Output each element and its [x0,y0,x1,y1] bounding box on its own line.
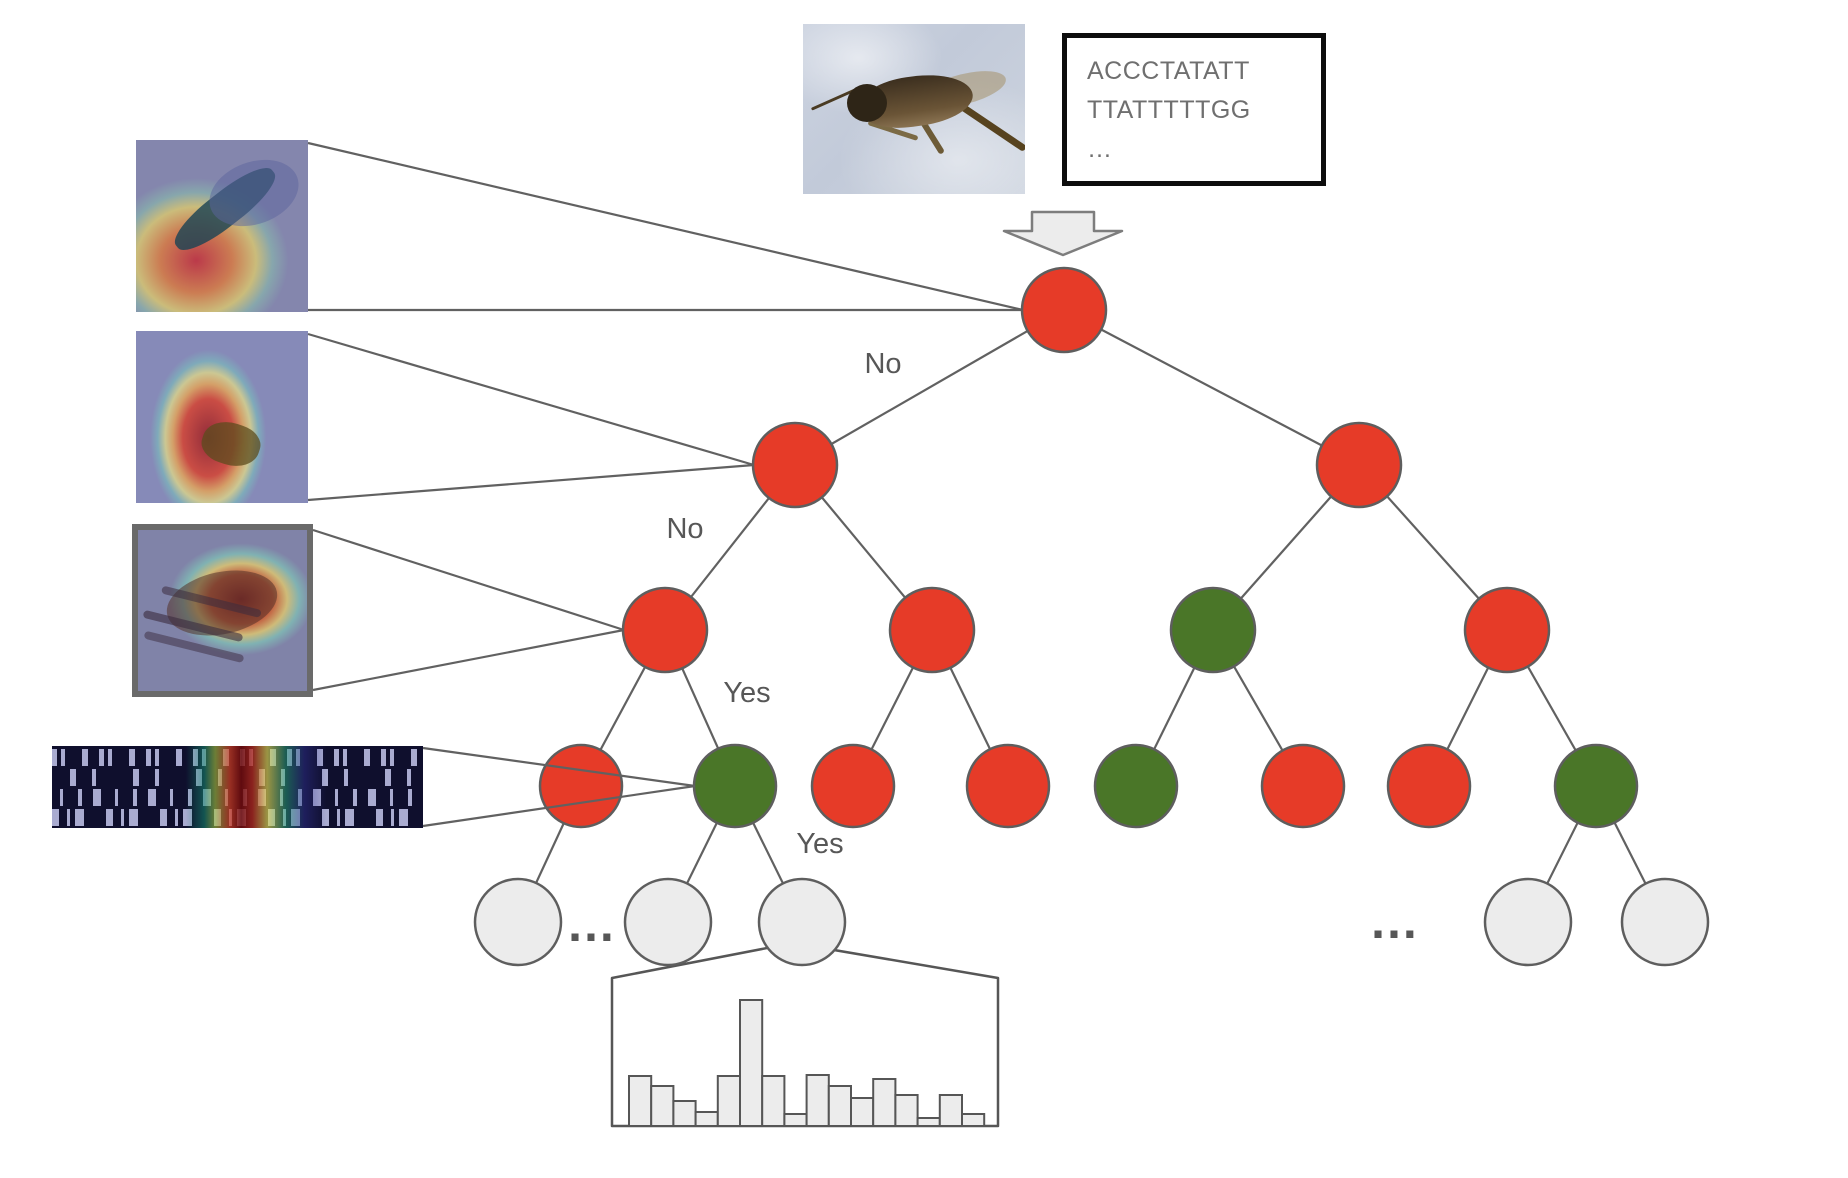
edge-label: No [864,348,901,380]
tree-node-leaf [623,877,713,967]
histogram-bar [716,1075,741,1127]
dna-sequence-line-2: TTATTTTTGG [1087,96,1251,124]
tree-edge [1212,629,1304,787]
histogram-bar [938,1094,963,1127]
tree-node-green [692,743,778,829]
tree-node-red [1020,266,1108,354]
tree-node-leaf [1483,877,1573,967]
down-arrow-icon [1002,210,1124,257]
callout-and-arrow [610,210,1124,1128]
histogram-bar [872,1078,897,1127]
image-connector-lines [307,141,1024,692]
histogram-bar [761,1075,786,1127]
barcode-connector-lines [422,746,696,828]
connector-line [307,332,755,467]
tree-edge [663,629,737,787]
edge-label: Yes [796,828,843,860]
histogram-bar [850,1097,875,1127]
histogram-bar [827,1085,852,1127]
tree-node-red [621,586,709,674]
dna-barcode-attention-strip [52,746,423,828]
ellipsis-label: … [566,896,616,952]
tree-edge [931,629,1009,787]
histogram-bar [805,1074,830,1127]
histogram-bar [961,1113,986,1127]
tree-edge [1063,309,1360,466]
tree-node-red [1463,586,1551,674]
barcode-connector-line [422,784,696,828]
connector-line [312,528,625,632]
tree-edge [794,309,1065,466]
gradcam-heatmap-cricket [132,524,313,697]
gradcam-heatmap-wasp [136,140,308,312]
tree-node-red [1315,421,1403,509]
histogram-bar [694,1111,719,1127]
class-histogram-callout [610,941,1000,1128]
tree-node-red [751,421,839,509]
barcode-attention-overlay [52,746,423,828]
tree-node-green [1093,743,1179,829]
tree-edge [852,629,933,787]
tree-node-red [965,743,1051,829]
histogram-bar [739,999,764,1127]
tree-edge [667,785,736,923]
tree-edge [1506,629,1597,787]
tree-edge [1428,629,1508,787]
dna-sequence-line-1: ACCCTATATT [1087,57,1250,85]
tree-node-leaf [473,877,563,967]
ellipsis-label: … [1369,893,1419,949]
tree-edges [517,309,1666,923]
connector-line [307,463,755,502]
tree-node-red [1386,743,1472,829]
histogram-bar [783,1113,808,1127]
gradcam-heatmap-fly [136,331,308,503]
tree-edge [794,464,933,631]
tree-node-red [888,586,976,674]
histogram-bar [650,1085,675,1127]
tree-node-red [1260,743,1346,829]
histogram-bar [628,1075,653,1127]
tree-edge [1595,785,1666,923]
tree-edge [517,785,582,923]
tree-edge [1135,629,1214,787]
edge-labels: NoNoYesYes…… [566,348,1419,952]
edge-label: Yes [723,677,770,709]
tree-edge [580,629,666,787]
connector-line [312,628,625,692]
tree-node-leaf [757,877,847,967]
cricket-head [847,84,887,122]
specimen-photo [803,24,1025,194]
histogram-bar [916,1117,941,1127]
tree-edge [734,785,803,923]
tree-edge [1212,464,1360,631]
tree-edge [664,464,796,631]
dna-sequence-box: ACCCTATATT TTATTTTTGG … [1062,33,1326,186]
edge-label: No [666,513,703,545]
tree-node-leaf [1620,877,1710,967]
dna-sequence-ellipsis: … [1087,135,1113,163]
tree-node-green [1169,586,1257,674]
histogram-bar [894,1094,919,1127]
tree-nodes [473,266,1710,967]
tree-node-red [538,743,624,829]
tree-node-green [1553,743,1639,829]
tree-edge [1358,464,1508,631]
tree-node-red [810,743,896,829]
histogram-bar [672,1100,697,1127]
barcode-connector-line [422,746,696,788]
tree-edge [1527,785,1597,923]
